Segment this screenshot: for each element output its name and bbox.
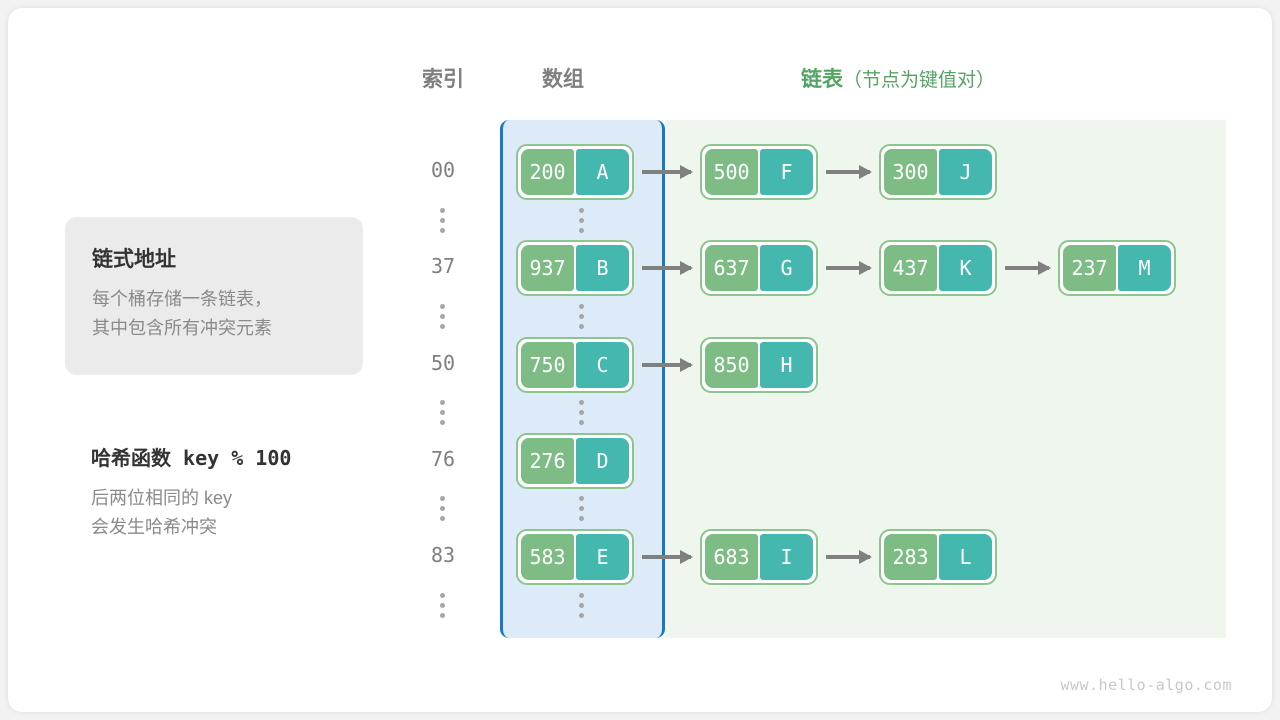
kv-node-value: F: [760, 149, 813, 195]
index-ellipsis: [440, 593, 446, 623]
bucket-index-label: 37: [430, 254, 456, 278]
kv-node-key: 500: [705, 149, 758, 195]
column-header-array: 数组: [542, 68, 584, 91]
chain-arrow: [642, 165, 693, 179]
chain-arrow: [826, 550, 872, 564]
hash-function-body-line-1: 后两位相同的 key: [91, 488, 233, 508]
array-ellipsis: [579, 400, 585, 430]
diagram-canvas: 索引 数组 链表（节点为键值对） 链式地址 每个桶存储一条链表， 其中包含所有冲…: [8, 8, 1272, 712]
kv-node-key: 850: [705, 342, 758, 388]
kv-node-value: E: [576, 534, 629, 580]
kv-node-key: 583: [521, 534, 574, 580]
info-card-body-line-1: 每个桶存储一条链表，: [92, 289, 272, 309]
watermark: www.hello-algo.com: [1060, 676, 1232, 694]
hash-function-title: 哈希函数 key % 100: [91, 446, 292, 470]
kv-node-key: 683: [705, 534, 758, 580]
chain-arrow: [642, 358, 693, 372]
kv-node-value: B: [576, 245, 629, 291]
kv-node-value: G: [760, 245, 813, 291]
kv-node-value: H: [760, 342, 813, 388]
kv-node-key: 276: [521, 438, 574, 484]
kv-node-key: 937: [521, 245, 574, 291]
kv-node-value: C: [576, 342, 629, 388]
bucket-index-label: 50: [430, 351, 456, 375]
bucket-index-label: 00: [430, 158, 456, 182]
info-card-body: 每个桶存储一条链表， 其中包含所有冲突元素: [92, 285, 272, 343]
kv-node-value: M: [1118, 245, 1171, 291]
chain-arrow: [826, 261, 872, 275]
array-ellipsis: [579, 593, 585, 623]
kv-node-value: K: [939, 245, 992, 291]
chain-arrow: [642, 550, 693, 564]
index-ellipsis: [440, 304, 446, 334]
index-ellipsis: [440, 208, 446, 238]
info-card-title: 链式地址: [92, 248, 176, 271]
kv-node-key: 237: [1063, 245, 1116, 291]
kv-node-value: J: [939, 149, 992, 195]
index-ellipsis: [440, 400, 446, 430]
bucket-index-label: 83: [430, 543, 456, 567]
kv-node-value: L: [939, 534, 992, 580]
kv-node-value: I: [760, 534, 813, 580]
kv-node-key: 200: [521, 149, 574, 195]
kv-node-key: 300: [884, 149, 937, 195]
array-ellipsis: [579, 304, 585, 334]
column-header-linked-list-note: （节点为键值对）: [843, 70, 996, 91]
info-card-body-line-2: 其中包含所有冲突元素: [92, 318, 272, 338]
hash-function-body-line-2: 会发生哈希冲突: [91, 517, 217, 537]
kv-node-value: A: [576, 149, 629, 195]
array-ellipsis: [579, 496, 585, 526]
chain-arrow: [1005, 261, 1051, 275]
column-header-linked-list: 链表（节点为键值对）: [801, 63, 995, 93]
kv-node-key: 437: [884, 245, 937, 291]
kv-node-key: 750: [521, 342, 574, 388]
kv-node-key: 283: [884, 534, 937, 580]
info-card-chaining: 链式地址 每个桶存储一条链表， 其中包含所有冲突元素: [65, 217, 363, 375]
bucket-index-label: 76: [430, 447, 456, 471]
kv-node-key: 637: [705, 245, 758, 291]
array-ellipsis: [579, 208, 585, 238]
chain-arrow: [642, 261, 693, 275]
chain-arrow: [826, 165, 872, 179]
index-ellipsis: [440, 496, 446, 526]
column-header-index: 索引: [422, 68, 464, 91]
column-header-linked-list-title: 链表: [801, 68, 843, 91]
hash-function-body: 后两位相同的 key 会发生哈希冲突: [91, 484, 232, 542]
kv-node-value: D: [576, 438, 629, 484]
